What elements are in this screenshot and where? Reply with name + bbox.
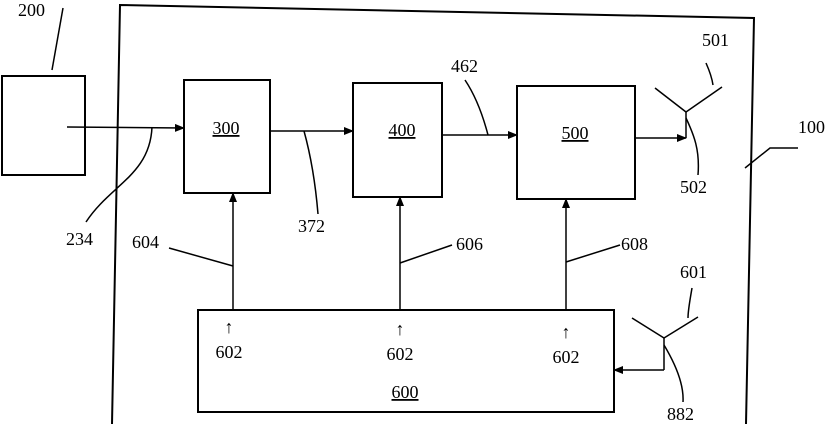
system-100-boundary (112, 5, 754, 424)
antenna-601 (614, 317, 698, 370)
label-462: 462 (451, 56, 478, 76)
block-600-label: 600 (392, 382, 419, 402)
label-501: 501 (702, 30, 729, 50)
leader-lines (52, 8, 798, 402)
input-602-arrow-3: ↑ (562, 322, 571, 342)
block-500-label: 500 (562, 123, 589, 143)
label-200: 200 (18, 0, 45, 20)
input-602-label-1: 602 (216, 342, 243, 362)
block-300-label: 300 (213, 118, 240, 138)
antenna-501 (655, 87, 722, 138)
input-602-label-3: 602 (553, 347, 580, 367)
label-601: 601 (680, 262, 707, 282)
input-602-arrow-1: ↑ (225, 317, 234, 337)
input-602-label-2: 602 (387, 344, 414, 364)
label-100: 100 (798, 117, 825, 137)
label-882: 882 (667, 404, 694, 424)
label-606: 606 (456, 234, 483, 254)
block-400-label: 400 (389, 120, 416, 140)
label-502: 502 (680, 177, 707, 197)
label-608: 608 (621, 234, 648, 254)
label-604: 604 (132, 232, 159, 252)
label-372: 372 (298, 216, 325, 236)
block-400 (353, 83, 442, 197)
block-200 (2, 76, 85, 175)
arrow-200-to-300 (67, 127, 184, 128)
label-234: 234 (66, 229, 93, 249)
input-602-arrow-2: ↑ (396, 319, 405, 339)
